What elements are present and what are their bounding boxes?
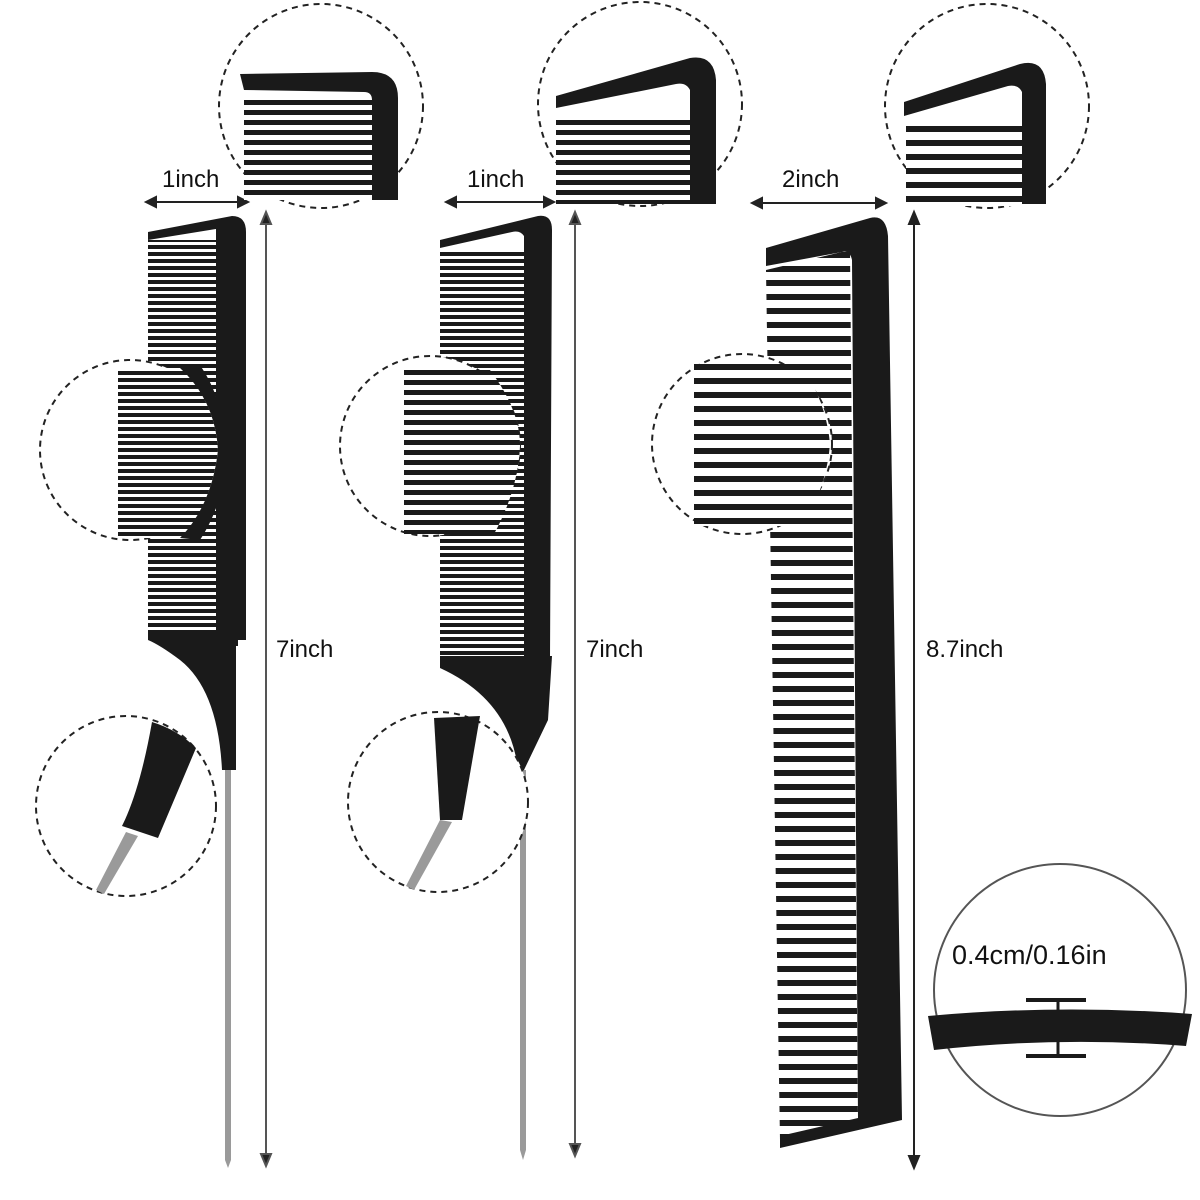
- zoom-circle-tip-3: [884, 3, 1090, 209]
- length-label-comb-1: 7inch: [276, 636, 334, 663]
- thickness-label: 0.4cm/0.16in: [952, 940, 1107, 970]
- width-label-comb-3: 2inch: [782, 166, 840, 193]
- zoom-circle-tip-1: [218, 3, 424, 209]
- zoom-circle-tip-2: [537, 1, 743, 207]
- zoom-circle-teeth-2: [339, 355, 521, 537]
- comb-1: [148, 216, 246, 1168]
- zoom-circle-pin-1: [35, 715, 217, 897]
- length-arrow-2: [568, 209, 582, 1159]
- width-label-comb-1: 1inch: [162, 166, 220, 193]
- length-arrow-1: [259, 209, 273, 1169]
- length-label-comb-2: 7inch: [586, 636, 644, 663]
- comb-3: [766, 217, 902, 1148]
- width-arrow-3: [749, 196, 889, 210]
- thickness-callout: [928, 863, 1192, 1117]
- width-arrow-1: [143, 195, 251, 209]
- length-arrow-3: [907, 209, 921, 1171]
- width-arrow-2: [443, 195, 557, 209]
- width-label-comb-2: 1inch: [467, 166, 525, 193]
- zoom-circle-teeth-1: [39, 359, 226, 541]
- zoom-circle-teeth-3: [651, 353, 833, 535]
- comb-2: [440, 215, 552, 1160]
- zoom-circle-pin-2: [347, 711, 529, 893]
- length-label-comb-3: 8.7inch: [926, 636, 1004, 663]
